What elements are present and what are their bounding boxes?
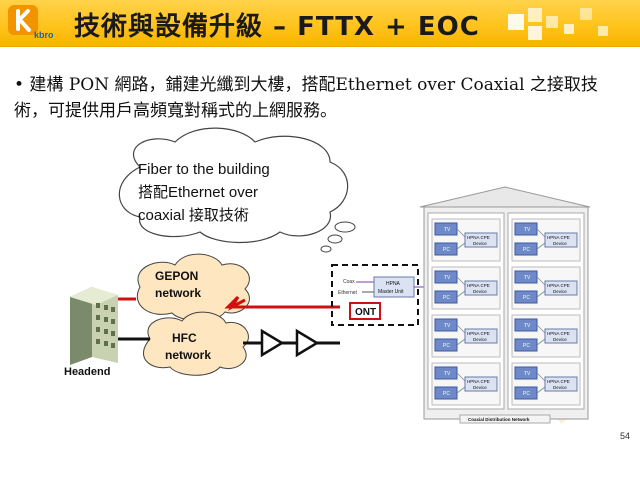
cpe-label-1: HPNA CPE — [547, 331, 570, 336]
hfc-label-2: network — [165, 348, 211, 362]
cpe-label-1: HPNA CPE — [467, 235, 490, 240]
cpe-label-2: Device — [473, 337, 487, 342]
distribution-label: Coaxial Distribution Network — [468, 417, 530, 422]
cpe-label-1: HPNA CPE — [467, 331, 490, 336]
cpe-label-2: Device — [553, 337, 567, 342]
cpe-label-2: Device — [473, 241, 487, 246]
fttx-eoc-diagram: Fiber to the building 搭配Ethernet over co… — [64, 127, 630, 441]
cpe-label-1: HPNA CPE — [467, 379, 490, 384]
thought-cloud: Fiber to the building 搭配Ethernet over co… — [118, 127, 356, 253]
slide-header: kbro 技術與設備升級 – FTTX + EOC — [0, 0, 640, 47]
cloud-line-1: Fiber to the building — [138, 161, 270, 178]
pc-label: PC — [523, 391, 530, 397]
headend-building-icon — [70, 287, 118, 365]
cpe-device-icon — [544, 280, 578, 296]
headend-label: Headend — [64, 366, 110, 378]
cpe-device-icon — [544, 376, 578, 392]
pc-label: PC — [443, 295, 450, 301]
pc-label: PC — [443, 391, 450, 397]
cpe-label-1: HPNA CPE — [547, 283, 570, 288]
bullet-text: • 建構 PON 網路，鋪建光纖到大樓，搭配Ethernet over Coax… — [14, 75, 598, 121]
tv-label: TV — [444, 227, 451, 233]
tv-label: TV — [444, 323, 451, 329]
amplifier-icon — [295, 328, 320, 358]
ont-group-box — [331, 264, 419, 326]
cpe-device-icon — [464, 280, 498, 296]
coax-label: Coax — [343, 279, 355, 285]
tv-label: TV — [524, 275, 531, 281]
cpe-label-1: HPNA CPE — [547, 235, 570, 240]
cpe-label-2: Device — [553, 289, 567, 294]
cpe-label-2: Device — [553, 385, 567, 390]
pc-label: PC — [443, 247, 450, 253]
pc-label: PC — [523, 295, 530, 301]
cpe-label-2: Device — [553, 241, 567, 246]
cloud-line-3: coaxial 接取技術 — [138, 207, 249, 224]
cpe-device-icon — [544, 232, 578, 248]
hfc-cloud: HFC network — [143, 311, 249, 376]
cpe-device-icon — [464, 232, 498, 248]
tv-label: TV — [524, 323, 531, 329]
cpe-label-2: Device — [473, 385, 487, 390]
gepon-label-1: GEPON — [155, 269, 198, 283]
cpe-label-2: Device — [473, 289, 487, 294]
page-number: 54 — [620, 431, 630, 441]
kbro-logo — [8, 5, 38, 35]
pc-label: PC — [443, 343, 450, 349]
page-title: 技術與設備升級 – FTTX + EOC — [74, 12, 480, 42]
cpe-device-icon — [464, 376, 498, 392]
tv-label: TV — [524, 371, 531, 377]
master-unit-label-2: Master Unit — [378, 289, 404, 295]
cpe-label-1: HPNA CPE — [547, 379, 570, 384]
ethernet-label: Ethernet — [338, 290, 358, 296]
logo-text: kbro — [34, 30, 54, 40]
decorative-squares — [508, 8, 608, 40]
cpe-label-1: HPNA CPE — [467, 283, 490, 288]
gepon-cloud: GEPON network — [136, 253, 250, 322]
amplifier-icon — [260, 328, 285, 358]
ont-box — [349, 302, 381, 320]
tv-label: TV — [444, 371, 451, 377]
ont-label: ONT — [355, 307, 376, 318]
gepon-label-2: network — [155, 286, 201, 300]
cpe-device-icon — [544, 328, 578, 344]
master-unit-label-1: HPNA — [386, 281, 401, 287]
cpe-device-icon — [464, 328, 498, 344]
pc-label: PC — [523, 343, 530, 349]
tv-label: TV — [444, 275, 451, 281]
pc-label: PC — [523, 247, 530, 253]
cloud-line-2: 搭配Ethernet over — [138, 184, 258, 201]
tv-label: TV — [524, 227, 531, 233]
hfc-label-1: HFC — [172, 331, 197, 345]
